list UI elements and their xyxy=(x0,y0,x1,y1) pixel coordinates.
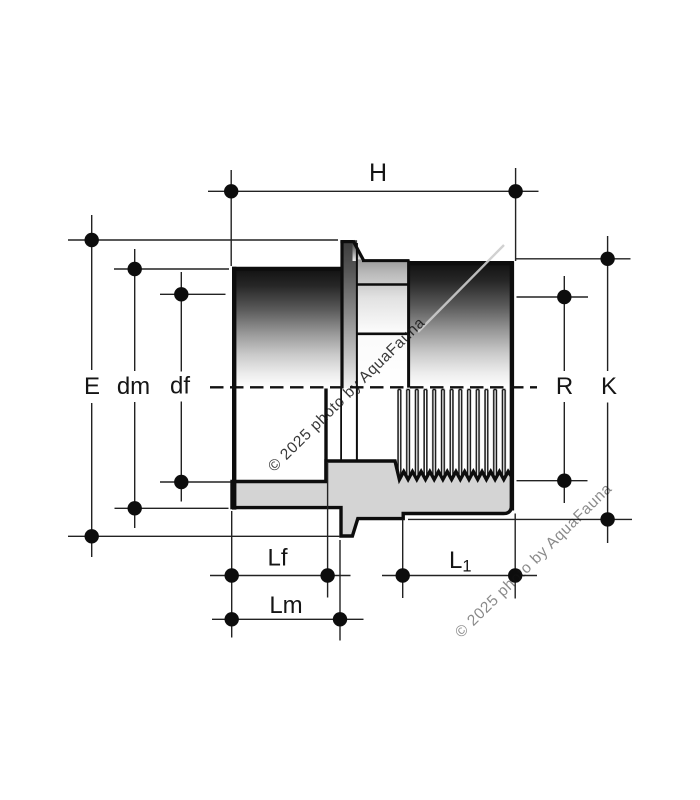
dimension-dot xyxy=(174,287,189,302)
dim-r xyxy=(516,276,588,503)
section-cut-fill xyxy=(230,459,514,538)
dimension-dot xyxy=(557,473,572,488)
fitting-body xyxy=(210,239,537,538)
dimension-dot xyxy=(127,261,142,277)
dimension-dot xyxy=(395,568,410,583)
dimension-dot xyxy=(174,474,189,490)
body-outlines xyxy=(232,239,515,511)
dim-label-df: df xyxy=(170,373,190,400)
dimension-labels: H E dm df R K Lf L1 Lm xyxy=(84,159,617,619)
dim-label-lm: Lm xyxy=(269,592,302,619)
dimension-dot xyxy=(508,184,523,199)
collar-rib-fill xyxy=(340,240,358,388)
dimension-dots xyxy=(84,184,615,627)
dim-label-l1: L1 xyxy=(449,547,472,576)
dim-label-lf: Lf xyxy=(267,545,287,572)
dimension-dot xyxy=(600,512,615,527)
dimension-dot xyxy=(508,568,523,583)
dimension-dot xyxy=(224,184,239,199)
dim-label-e: E xyxy=(84,373,100,400)
thread-hatch xyxy=(396,388,511,478)
dimension-dot xyxy=(320,568,335,583)
dim-label-dm: dm xyxy=(117,373,150,400)
dimension-dot xyxy=(84,232,99,248)
dimension-lines xyxy=(68,168,632,641)
rib-chamfer-edge xyxy=(351,239,366,262)
dimension-dot xyxy=(332,612,348,627)
dimension-dot xyxy=(127,501,142,516)
dimension-dot xyxy=(84,529,99,544)
dim-label-l1-main: L xyxy=(449,547,462,574)
dim-label-h: H xyxy=(369,159,387,187)
dimension-dot xyxy=(557,289,572,305)
watermark-line xyxy=(417,244,505,333)
dim-label-l1-sub: 1 xyxy=(462,558,471,576)
dimension-dot xyxy=(224,612,239,627)
socket-body-fill xyxy=(233,267,342,389)
hex-nut-fill xyxy=(356,259,409,388)
dim-label-k: K xyxy=(601,373,617,400)
dimension-dot xyxy=(224,568,239,583)
dimension-dot xyxy=(600,251,615,266)
dim-label-r: R xyxy=(556,373,573,400)
